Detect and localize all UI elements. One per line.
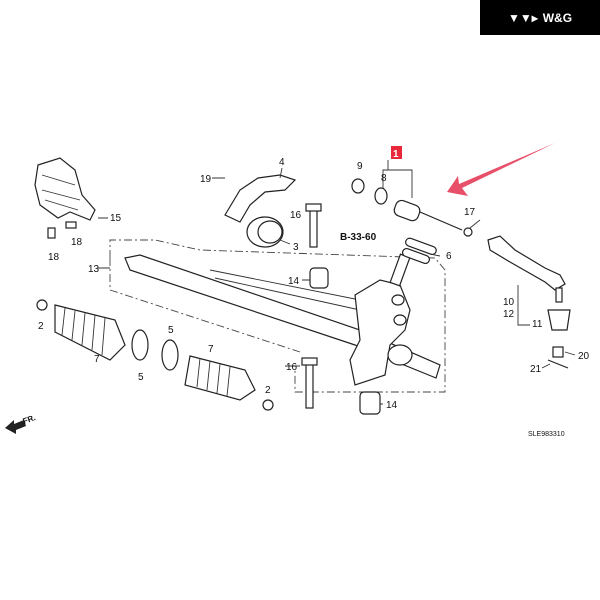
logo-mark-icon: ▼▼▸ — [507, 10, 538, 25]
logo-text: W&G — [542, 10, 573, 25]
bracket — [224, 174, 297, 223]
callout: 15 — [110, 213, 122, 224]
pointer-arrow — [447, 143, 555, 196]
callout: 18 — [71, 237, 83, 248]
callout: 21 — [530, 364, 542, 375]
callout: 17 — [464, 207, 476, 218]
callout: 18 — [48, 252, 60, 263]
boot-clamp — [36, 299, 48, 311]
callout: 14 — [288, 276, 300, 287]
callout: 2 — [38, 321, 44, 332]
callout: 5 — [138, 372, 144, 383]
cotter-pin — [547, 359, 569, 369]
callout: 2 — [265, 385, 271, 396]
mount-bushing — [359, 391, 381, 415]
callout: 6 — [446, 251, 452, 262]
highlight-box — [391, 146, 402, 159]
boot-clamp — [262, 399, 274, 411]
assembly-outline — [109, 239, 446, 393]
diagram-code: SLE983310 — [528, 431, 565, 438]
callout: 7 — [94, 354, 100, 365]
callout: 11 — [532, 319, 543, 330]
callout: 19 — [200, 174, 212, 185]
callout-1: 1 — [393, 149, 399, 160]
bolt — [47, 227, 56, 239]
callout: 13 — [88, 264, 100, 275]
boot-band — [131, 329, 149, 361]
callout: 16 — [286, 362, 298, 373]
callout: 5 — [168, 325, 174, 336]
reference-code: B-33-60 — [340, 232, 377, 243]
ball-joint-boot — [547, 309, 571, 331]
pinion-shaft — [389, 253, 411, 287]
callout: 7 — [208, 344, 214, 355]
callout: 3 — [293, 242, 299, 253]
seal — [351, 178, 365, 194]
rack-guide — [405, 237, 437, 256]
rack-boot-left — [54, 304, 126, 361]
brand-logo: ▼▼▸ W&G — [480, 0, 600, 35]
rack-boot-right — [184, 355, 256, 401]
boot-band — [161, 339, 179, 371]
callout: 9 — [357, 161, 363, 172]
callout: 12 — [503, 309, 515, 320]
nut — [463, 227, 473, 237]
washer — [374, 187, 388, 205]
front-direction-label: FR. — [22, 413, 37, 426]
front-arrow-icon — [5, 420, 26, 434]
bolt — [305, 362, 314, 409]
inner-tie-rod — [393, 199, 421, 222]
nut — [552, 346, 564, 358]
mount-bushing — [309, 267, 329, 289]
tie-rod-end — [487, 235, 566, 291]
heat-shield — [34, 157, 96, 221]
bolt — [65, 221, 77, 229]
callout: 20 — [578, 351, 590, 362]
bolt — [309, 206, 318, 248]
callout: 4 — [279, 157, 285, 168]
callout: 16 — [290, 210, 302, 221]
callout: 10 — [503, 297, 515, 308]
callout: 8 — [381, 173, 387, 184]
callout: 14 — [386, 400, 398, 411]
